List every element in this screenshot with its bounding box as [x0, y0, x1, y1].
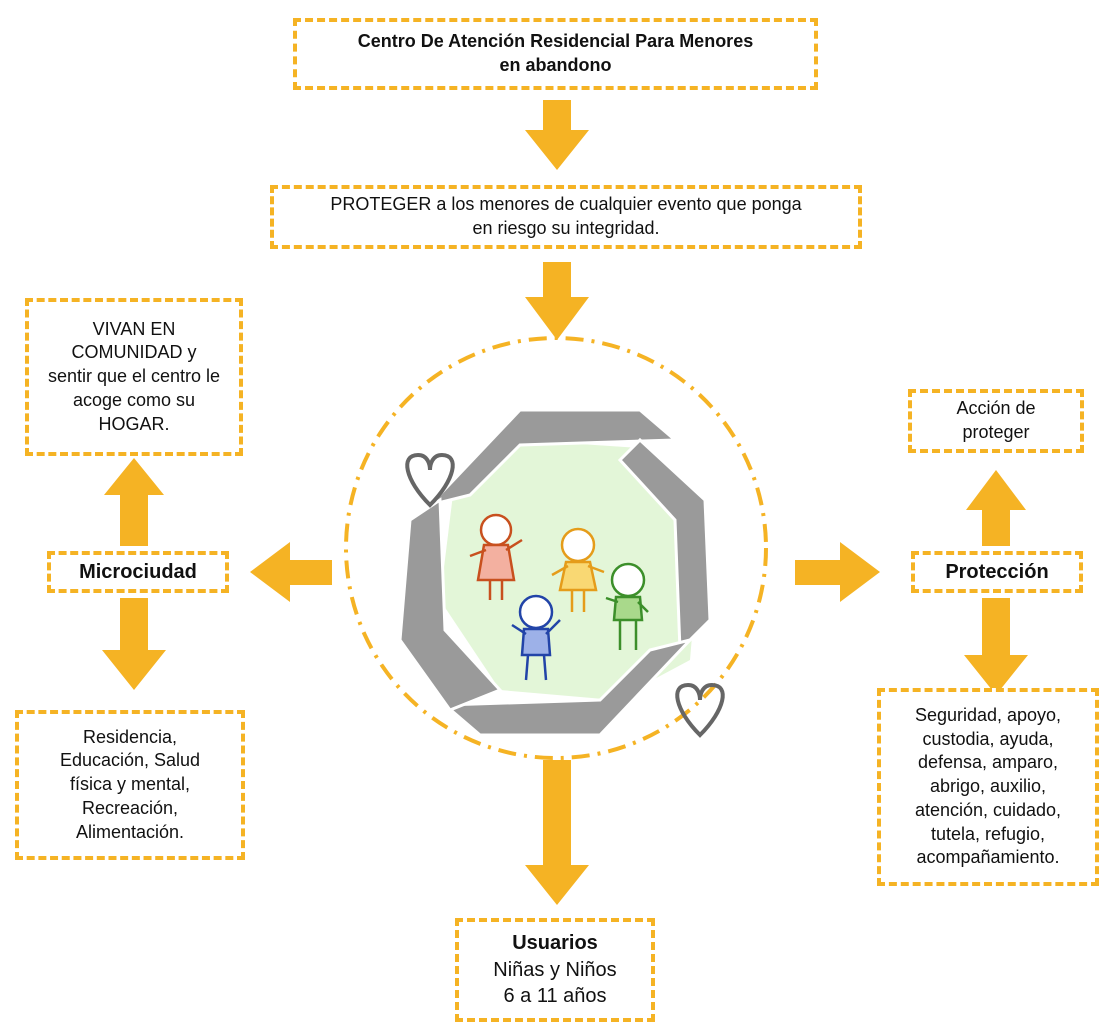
arrow-right — [795, 542, 880, 602]
arrow-down-3 — [525, 760, 589, 905]
action-text: Acción de proteger — [956, 398, 1036, 442]
arrow-left — [250, 542, 332, 602]
arrow-down-right — [964, 598, 1028, 695]
synonyms-text: Seguridad, apoyo, custodia, ayuda, defen… — [914, 704, 1062, 868]
services-box: Residencia, Educación, Salud física y me… — [15, 710, 245, 860]
services-text: Residencia, Educación, Salud física y me… — [59, 726, 201, 842]
arrow-down-2 — [525, 262, 589, 340]
purpose-text: PROTEGER a los menores de cualquier even… — [330, 194, 802, 238]
microciudad-label: Microciudad — [79, 560, 197, 583]
users-title: Usuarios — [512, 932, 598, 955]
child-figure-orange-girl — [469, 513, 523, 600]
title-box: Centro De Atención Residencial Para Meno… — [293, 18, 818, 90]
microciudad-box: Microciudad — [47, 551, 229, 593]
users-box: Usuarios Niñas y Niños 6 a 11 años — [455, 918, 655, 1022]
arrow-up-left — [104, 458, 164, 546]
proteccion-box: Protección — [911, 551, 1083, 593]
purpose-box: PROTEGER a los menores de cualquier even… — [270, 185, 862, 249]
users-line-1: Niñas y Niños — [493, 958, 617, 981]
users-line-2: 6 a 11 años — [503, 985, 607, 1008]
child-figure-blue-boy — [511, 594, 561, 681]
action-box: Acción de proteger — [908, 389, 1084, 453]
heart-icon — [405, 452, 455, 508]
community-text: VIVAN EN COMUNIDAD y sentir que el centr… — [47, 318, 221, 434]
title-line-1: Centro De Atención Residencial Para Meno… — [357, 31, 754, 52]
child-figure-green-boy — [605, 562, 649, 650]
hands-illustration — [398, 408, 712, 737]
child-figure-yellow-girl — [551, 527, 605, 612]
proteccion-label: Protección — [945, 560, 1049, 583]
community-box: VIVAN EN COMUNIDAD y sentir que el centr… — [25, 298, 243, 456]
synonyms-box: Seguridad, apoyo, custodia, ayuda, defen… — [877, 688, 1099, 886]
title-line-2: en abandono — [499, 55, 612, 75]
arrow-down-left — [102, 598, 166, 690]
heart-icon — [675, 682, 725, 738]
arrow-up-right — [966, 470, 1026, 546]
arrow-down-1 — [525, 100, 589, 170]
arrows — [102, 100, 1028, 905]
